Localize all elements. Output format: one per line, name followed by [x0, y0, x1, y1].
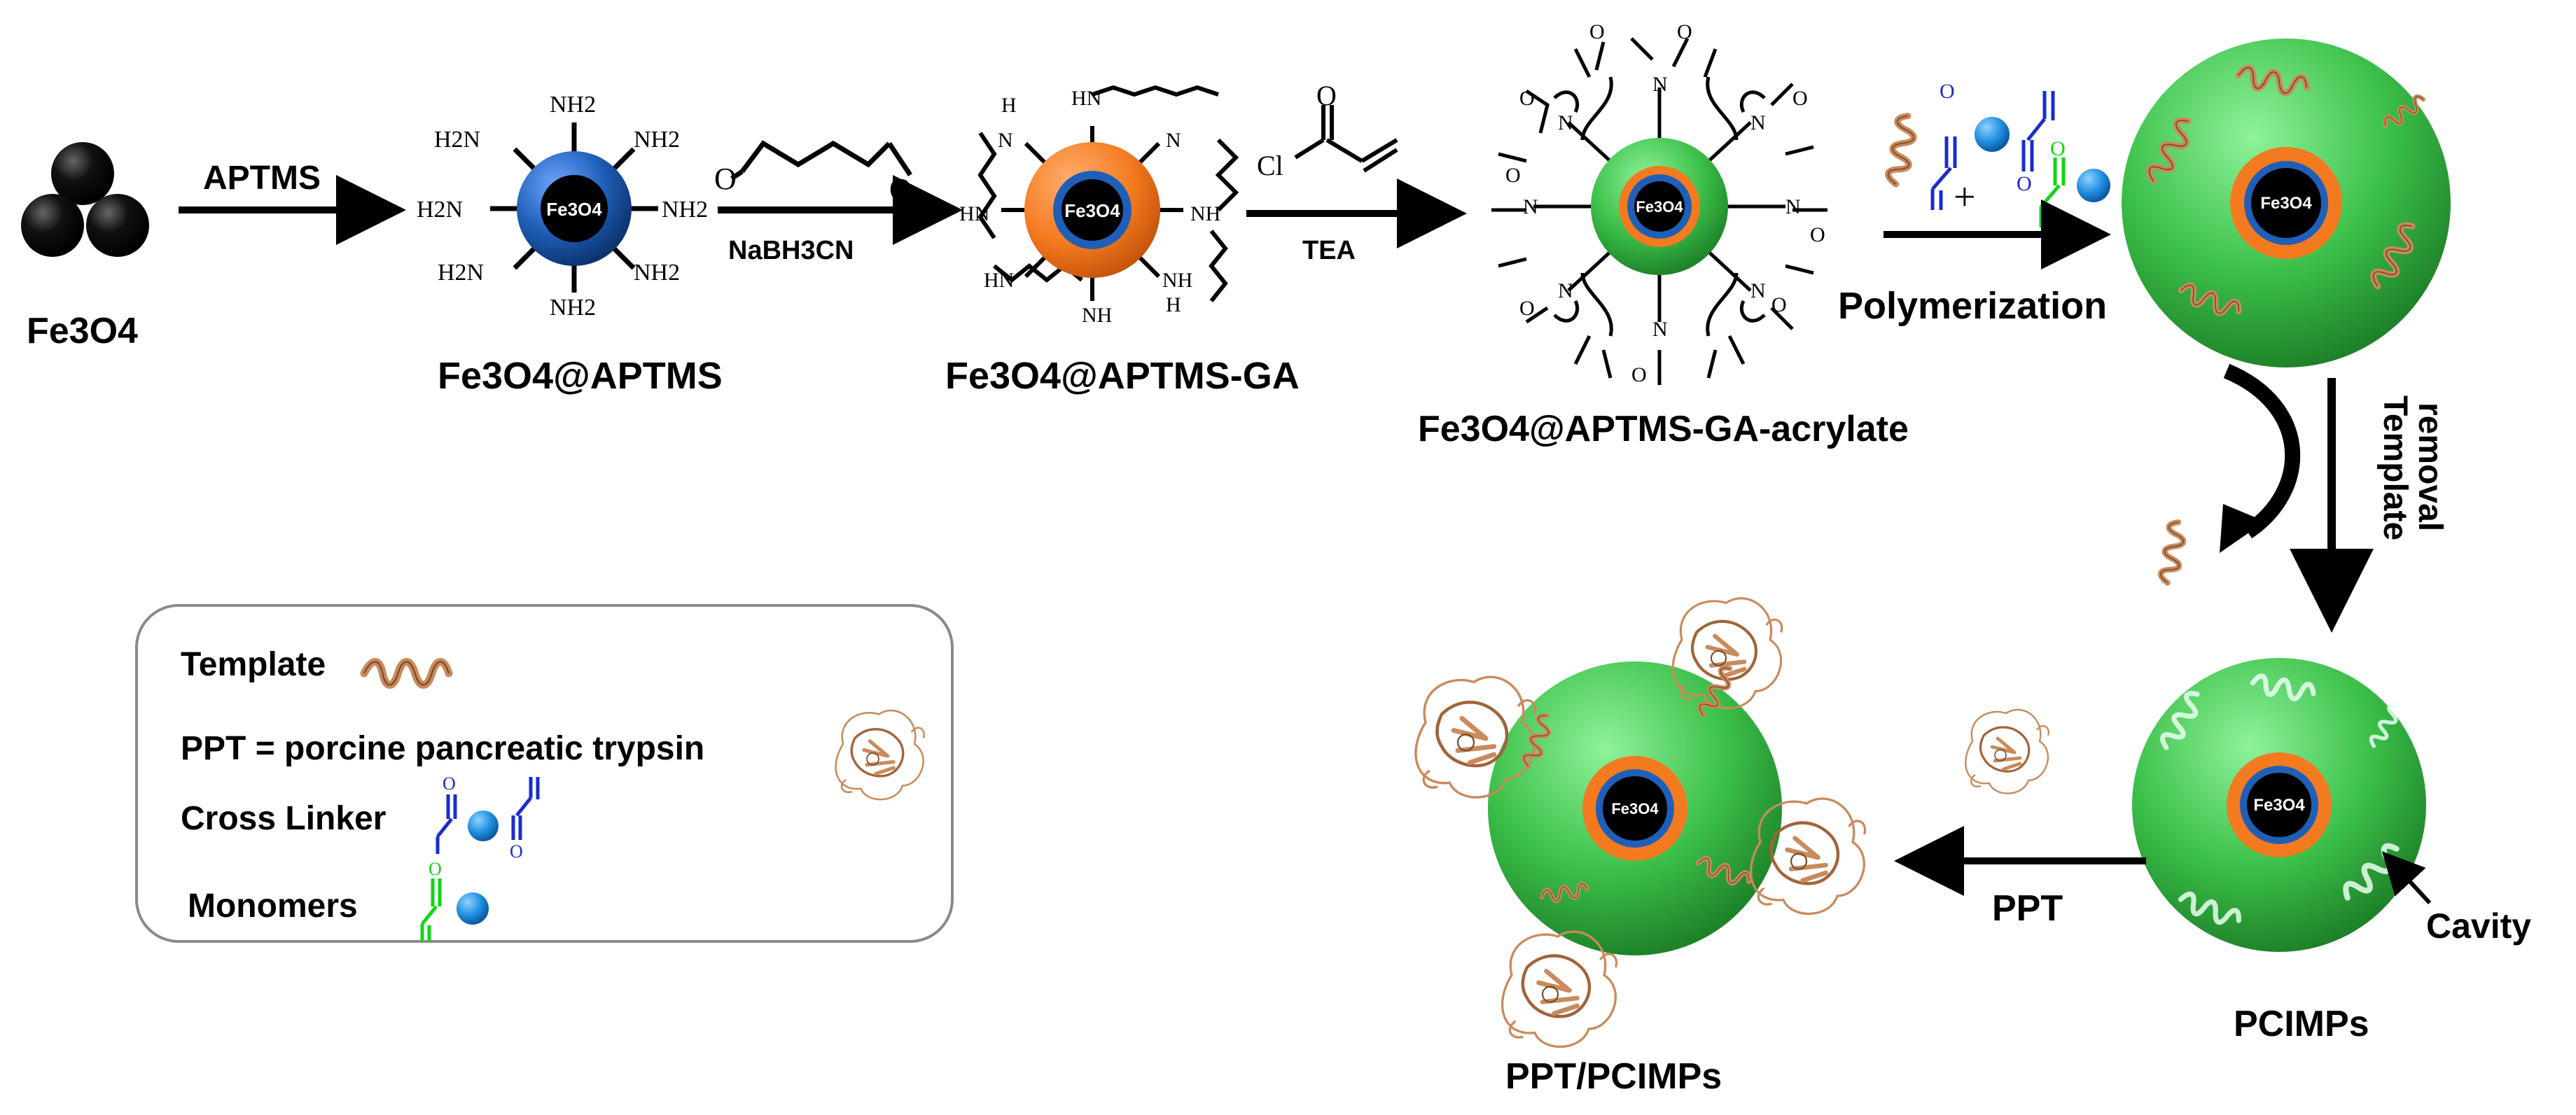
aptms-ga-label: Fe3O4@APTMS-GA — [945, 355, 1300, 397]
legend-ppt: PPT = porcine pancreatic trypsin — [181, 730, 704, 767]
amine-left: H2N — [417, 197, 463, 223]
cavity-label: Cavity — [2426, 906, 2531, 946]
ga-amine-bottom-right-h: H — [1166, 293, 1181, 316]
ga-amine-right: NH — [1190, 202, 1220, 225]
plus-sign: + — [1954, 176, 1976, 219]
curved-arrow-template-release — [2223, 363, 2301, 539]
acrylate-n-top-left: N — [1558, 111, 1573, 134]
aptms-particle — [490, 122, 658, 293]
glutaraldehyde-structure — [730, 140, 912, 181]
amine-top-right: NH2 — [634, 127, 680, 153]
amine-bottom-left: H2N — [438, 260, 484, 286]
imprinted-particle-with-template — [2122, 38, 2451, 367]
crosslinker-o-2: O — [2017, 172, 2032, 195]
core-label-pcimps: Fe3O4 — [2253, 796, 2305, 815]
acrylate-o-1: O — [1589, 20, 1605, 43]
legend-cross-linker: Cross Linker — [181, 800, 386, 837]
legend-template: Template — [181, 646, 326, 683]
core-label-acrylate: Fe3O4 — [1636, 198, 1683, 216]
ga-amine-top: HN — [1071, 87, 1101, 110]
cavity-pointer — [2381, 851, 2432, 905]
ga-amine-top-left: N — [998, 129, 1013, 152]
reagent-ppt: PPT — [1992, 888, 2063, 929]
ga-amine-groups: HN N H N HN NH HN NH H NH — [959, 87, 1220, 327]
crosslinker-o-1: O — [1940, 80, 1955, 103]
ga-amine-bottom-right: NH — [1162, 269, 1192, 292]
reagent-aptms: APTMS — [203, 160, 321, 197]
template-removal-line-2: removal — [2411, 402, 2449, 531]
amine-top: NH2 — [550, 92, 596, 118]
acrylate-n-right: N — [1785, 195, 1801, 218]
monomer-o: O — [2050, 137, 2066, 160]
core-label-aptms: Fe3O4 — [546, 199, 602, 220]
acrylate-n-left: N — [1523, 195, 1538, 218]
amine-top-left: H2N — [434, 127, 480, 153]
aptms-ga-particle — [977, 85, 1239, 302]
amine-bottom: NH2 — [550, 295, 596, 321]
core-label-ga: Fe3O4 — [1064, 200, 1120, 221]
glutaraldehyde-o-right: O — [889, 172, 912, 206]
fe3o4-particles — [21, 142, 149, 257]
legend-monomers: Monomers — [188, 888, 358, 925]
aptms-label: Fe3O4@APTMS — [438, 355, 723, 397]
aptms-amine-groups: NH2 H2N NH2 H2N NH2 H2N NH2 NH2 — [417, 92, 708, 321]
legend-crosslinker-o-1: O — [443, 773, 456, 794]
ppt-pcimps-particle — [1416, 598, 1865, 1047]
legend: Template PPT = porcine pancreatic trypsi… — [135, 604, 954, 943]
acrylate-o-8: O — [1771, 293, 1787, 316]
legend-monomer-icon — [420, 878, 442, 941]
acrylate-n-top: N — [1652, 73, 1668, 96]
core-label-imprinted: Fe3O4 — [2260, 194, 2312, 213]
legend-crosslinker-o-2: O — [510, 841, 523, 862]
ga-amine-bottom-left: HN — [984, 269, 1014, 292]
acrylate-particle — [1491, 37, 1827, 385]
reagent-tea: TEA — [1302, 236, 1356, 265]
released-template-icon — [2159, 521, 2187, 584]
amine-bottom-right: NH2 — [634, 260, 680, 286]
ga-amine-left: HN — [959, 202, 989, 225]
acrylate-n-bottom-right: N — [1750, 279, 1766, 302]
acrylate-o-2: O — [1677, 20, 1692, 43]
acrylate-o-9: O — [1631, 363, 1647, 386]
polymerization-reagents: O O O — [1886, 80, 2110, 227]
pcimps-label: PCIMPs — [2234, 1004, 2369, 1044]
acrylate-o-3: O — [1519, 87, 1535, 110]
template-removal-line-1: Template — [2376, 395, 2414, 540]
reagent-nabh3cn: NaBH3CN — [728, 236, 854, 265]
ppt-protein-icon — [1965, 710, 2049, 794]
acrylate-o-4: O — [1792, 87, 1808, 110]
acrylate-n-bottom: N — [1652, 318, 1668, 341]
monomer-icon — [2039, 157, 2066, 227]
amine-right: NH2 — [662, 197, 708, 223]
acrylate-o-7: O — [1519, 297, 1535, 320]
core-label-ppt-pcimps: Fe3O4 — [1611, 800, 1659, 818]
ppt-pcimps-label: PPT/PCIMPs — [1505, 1056, 1722, 1097]
legend-monomer-o: O — [429, 859, 442, 879]
reagent-polymerization: Polymerization — [1838, 285, 2107, 327]
acrylate-amide-groups: N N N N N N N N O O O O O O O O O — [1505, 20, 1825, 386]
acrylate-o-5: O — [1505, 164, 1521, 187]
acryloyl-cl: Cl — [1257, 150, 1283, 181]
acryloyl-chloride-structure — [1294, 105, 1398, 173]
acrylate-n-bottom-left: N — [1558, 279, 1573, 302]
fe3o4-label: Fe3O4 — [27, 311, 138, 351]
glutaraldehyde-o-left: O — [714, 162, 737, 196]
ga-amine-bottom: NH — [1082, 304, 1112, 327]
acrylate-o-6: O — [1810, 223, 1825, 246]
ga-amine-top-right: N — [1166, 129, 1181, 152]
crosslinker-icon — [1930, 91, 2055, 210]
acryloyl-o: O — [1316, 80, 1337, 111]
pcimps-particle — [2132, 658, 2426, 952]
legend-crosslinker-icon — [436, 777, 540, 854]
acrylate-n-top-right: N — [1750, 111, 1766, 134]
acrylate-label: Fe3O4@APTMS-GA-acrylate — [1418, 409, 1909, 449]
ga-amine-top-left-h: H — [1001, 94, 1017, 117]
